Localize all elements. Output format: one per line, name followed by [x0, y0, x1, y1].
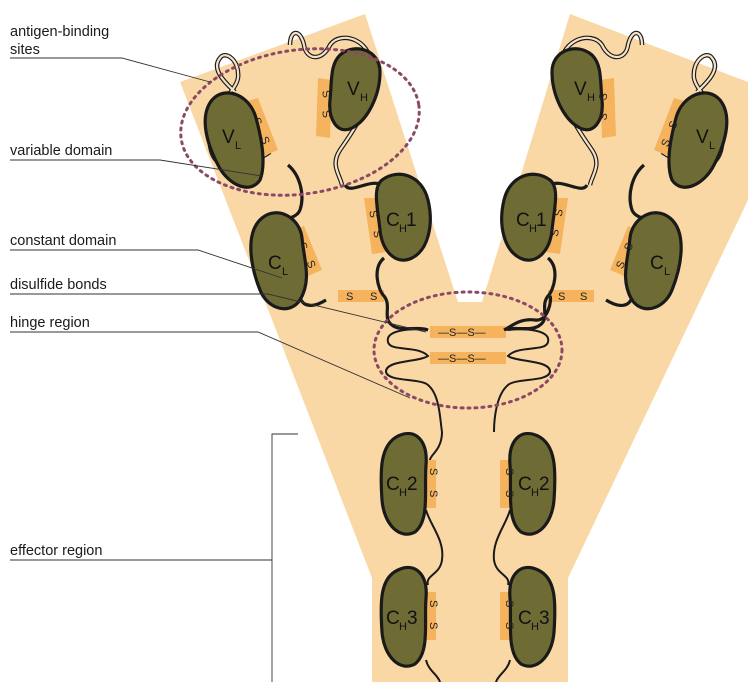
svg-text:1: 1 — [406, 210, 417, 231]
svg-text:1: 1 — [536, 210, 547, 231]
svg-text:3: 3 — [539, 608, 550, 629]
antigen-binding-sites-label: antigen-binding — [10, 24, 109, 40]
svg-text:H: H — [399, 621, 407, 633]
svg-text:3: 3 — [407, 608, 418, 629]
svg-text:V: V — [347, 79, 360, 100]
svg-text:L: L — [282, 266, 288, 278]
svg-text:—S—S—: —S—S— — [438, 353, 486, 365]
svg-text:L: L — [235, 140, 241, 152]
svg-text:—S—S—: —S—S— — [438, 327, 486, 339]
svg-text:H: H — [399, 487, 407, 499]
svg-text:S: S — [346, 291, 353, 303]
svg-text:H: H — [360, 92, 368, 104]
svg-text:C: C — [650, 253, 664, 274]
svg-text:H: H — [531, 487, 539, 499]
svg-text:H: H — [587, 92, 595, 104]
labels: antigen-binding sites variable domain co… — [10, 24, 116, 559]
svg-text:L: L — [709, 140, 715, 152]
svg-text:S: S — [503, 600, 515, 607]
svg-text:V: V — [574, 79, 587, 100]
svg-text:C: C — [518, 608, 532, 629]
hinge-region-label: hinge region — [10, 315, 90, 331]
svg-text:S: S — [370, 291, 377, 303]
effector-region-label: effector region — [10, 543, 102, 559]
svg-text:S: S — [503, 490, 515, 497]
svg-text:C: C — [386, 474, 400, 495]
svg-text:C: C — [268, 253, 282, 274]
variable-domain-label: variable domain — [10, 143, 112, 159]
disulfide-bonds-label: disulfide bonds — [10, 277, 107, 293]
svg-text:C: C — [386, 608, 400, 629]
svg-text:S: S — [427, 622, 439, 629]
svg-text:V: V — [222, 127, 235, 148]
antigen-binding-sites-label-2: sites — [10, 42, 40, 58]
svg-text:S: S — [558, 291, 565, 303]
svg-text:H: H — [531, 621, 539, 633]
constant-domain-label: constant domain — [10, 233, 116, 249]
svg-text:V: V — [696, 127, 709, 148]
svg-text:C: C — [516, 210, 530, 231]
svg-text:2: 2 — [407, 474, 418, 495]
svg-text:C: C — [518, 474, 532, 495]
svg-text:S: S — [427, 468, 439, 475]
svg-text:S: S — [503, 468, 515, 475]
svg-text:S: S — [427, 600, 439, 607]
svg-text:S: S — [503, 622, 515, 629]
svg-text:L: L — [664, 266, 670, 278]
antibody-silhouette — [180, 14, 748, 682]
svg-text:C: C — [386, 210, 400, 231]
svg-text:S: S — [580, 291, 587, 303]
svg-text:S: S — [427, 490, 439, 497]
ch1-domain — [376, 174, 430, 260]
svg-text:2: 2 — [539, 474, 550, 495]
